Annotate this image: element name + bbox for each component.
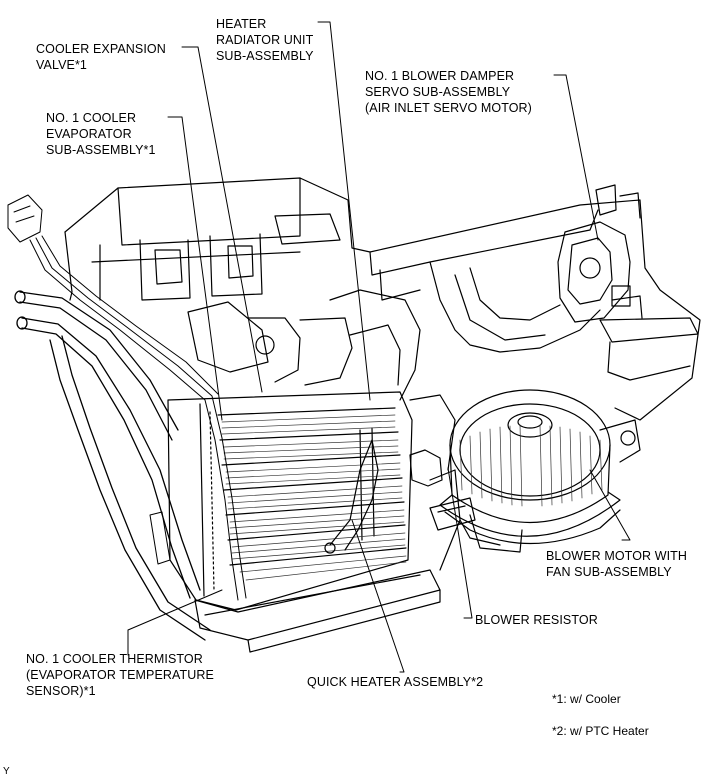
footnote-cooler: *1: w/ Cooler xyxy=(552,692,621,706)
label-blower-motor-with-fan: BLOWER MOTOR WITH FAN SUB-ASSEMBLY xyxy=(546,549,688,579)
blower-resistor xyxy=(429,497,476,531)
footnote-ptc-heater: *2: w/ PTC Heater xyxy=(552,724,649,738)
corner-mark: Y xyxy=(3,766,10,777)
wire-harness xyxy=(7,194,247,601)
label-no1-cooler-evaporator: NO. 1 COOLER EVAPORATOR SUB-ASSEMBLY*1 xyxy=(46,111,156,157)
hvac-case xyxy=(64,177,701,471)
refrigerant-pipes xyxy=(14,290,211,641)
label-blower-resistor: BLOWER RESISTOR xyxy=(475,613,598,627)
blower-fan-blades xyxy=(459,424,603,507)
heater-bottom xyxy=(194,469,461,653)
label-cooler-expansion-valve: COOLER EXPANSION VALVE*1 xyxy=(36,42,166,72)
leader-lines xyxy=(127,21,631,673)
evaporator-fins xyxy=(221,414,407,581)
label-no1-blower-damper-servo: NO. 1 BLOWER DAMPER SERVO SUB-ASSEMBLY (… xyxy=(365,69,532,115)
quick-heater-wiring xyxy=(324,439,443,554)
label-heater-radiator-unit: HEATER RADIATOR UNIT SUB-ASSEMBLY xyxy=(216,17,314,63)
evaporator-core xyxy=(167,391,413,611)
blower-fan xyxy=(439,389,641,553)
label-quick-heater-assembly: QUICK HEATER ASSEMBLY*2 xyxy=(307,675,484,689)
label-no1-cooler-thermistor: NO. 1 COOLER THERMISTOR (EVAPORATOR TEMP… xyxy=(26,652,214,698)
